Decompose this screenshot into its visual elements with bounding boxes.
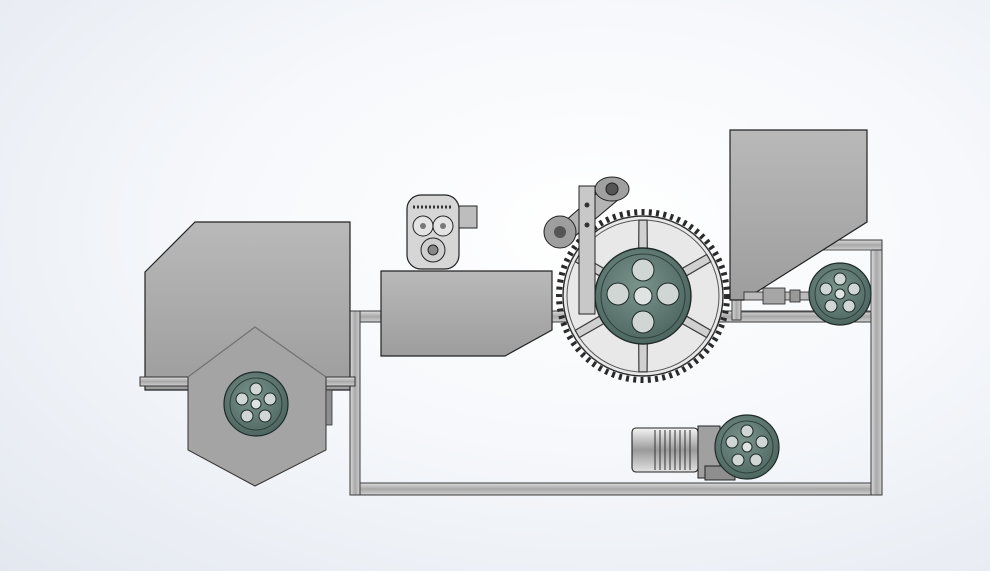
frame-right-post [870,239,883,496]
feed-hopper [139,221,356,487]
gear-spoke [638,219,648,249]
center-box [380,270,553,357]
frame-left-post [349,310,361,496]
motor-pulley[interactable] [714,414,780,480]
gearbox-housing [380,270,553,357]
frame-bottom-rail [349,482,883,496]
hopper-pulley[interactable] [223,371,289,437]
output-hopper [729,129,868,301]
right-hopper-body [729,129,868,301]
belt-tensioner[interactable] [543,176,630,315]
output-pulley[interactable] [808,262,872,326]
hopper-side-plate [325,389,333,426]
hopper-body [144,221,351,391]
large-gear[interactable] [556,209,730,383]
gear-spoke [638,343,648,373]
hopper-chute-edge [187,326,327,378]
gearbox-motor[interactable] [406,194,478,270]
electric-motor[interactable] [631,425,736,481]
